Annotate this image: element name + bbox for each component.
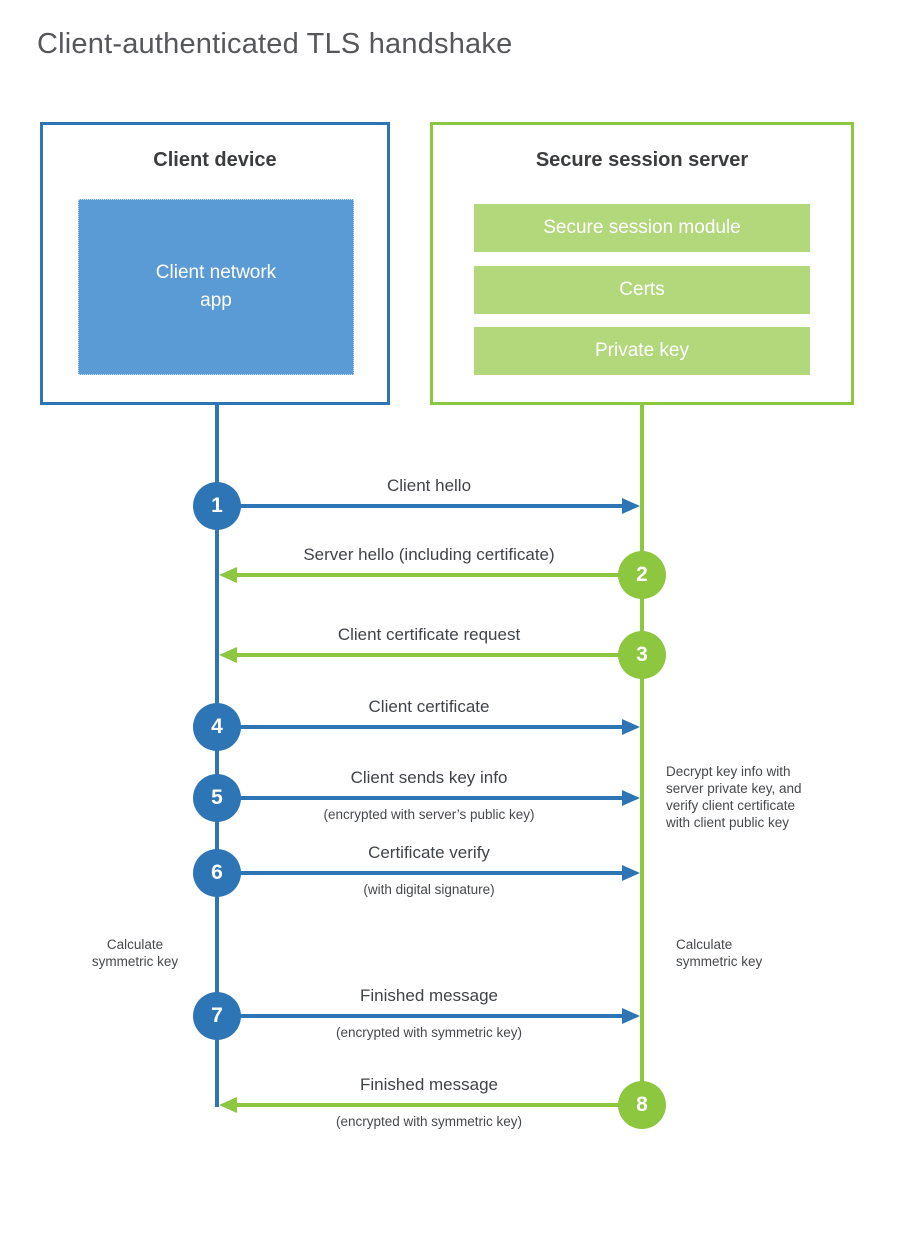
message-arrowhead-icon [622,498,640,514]
client-device-box: Client device Client network app [40,122,390,405]
message-arrowhead-icon [622,790,640,806]
message-arrow-line [237,573,642,577]
message-label: Client hello [386,476,472,495]
message-arrowhead-icon [622,865,640,881]
message-arrow-line [217,1014,622,1018]
server-lifeline [640,405,644,1107]
message-arrow-line [237,1103,642,1107]
secure-session-server-box: Secure session server Secure session mod… [430,122,854,405]
message-arrow-line [217,725,622,729]
message-label: Client certificate request [337,625,521,644]
step-circle-1: 1 [193,482,241,530]
calc-symmetric-key-left: Calculate symmetric key [91,937,179,969]
message-arrow-line [217,796,622,800]
step-circle-2: 2 [618,551,666,599]
message-label: Client certificate [368,697,490,716]
step-circle-7: 7 [193,992,241,1040]
message-arrowhead-icon [219,1097,237,1113]
step-circle-6: 6 [193,849,241,897]
decrypt-note: Decrypt key info with server private key… [666,764,802,830]
message-sublabel: (encrypted with symmetric key) [335,1114,523,1129]
step-circle-5: 5 [193,774,241,822]
server-module-private-key: Private key [474,327,810,375]
server-module-secure-session: Secure session module [474,204,810,252]
client-lifeline [215,405,219,1107]
calc-symmetric-key-right: Calculate symmetric key [676,937,763,969]
message-sublabel: (encrypted with server’s public key) [323,807,535,822]
step-circle-4: 4 [193,703,241,751]
server-module-certs: Certs [474,266,810,314]
step-circle-3: 3 [618,631,666,679]
message-arrowhead-icon [622,1008,640,1024]
message-label: Finished message [360,1075,498,1094]
message-sublabel: (encrypted with symmetric key) [335,1025,523,1040]
message-arrow-line [217,871,622,875]
message-arrowhead-icon [219,567,237,583]
message-arrow-line [217,504,622,508]
step-circle-8: 8 [618,1081,666,1129]
secure-session-server-title: Secure session server [535,149,749,171]
message-label: Client sends key info [350,768,508,787]
message-sublabel: (with digital signature) [363,882,495,897]
client-device-title: Client device [153,149,277,171]
message-label: Certificate verify [368,843,490,862]
message-label: Finished message [360,986,498,1005]
message-label: Server hello (including certificate) [303,545,555,564]
client-network-app-box: Client network app [78,199,354,375]
message-arrow-line [237,653,642,657]
message-arrowhead-icon [622,719,640,735]
message-arrowhead-icon [219,647,237,663]
page-title: Client-authenticated TLS handshake [37,28,513,60]
